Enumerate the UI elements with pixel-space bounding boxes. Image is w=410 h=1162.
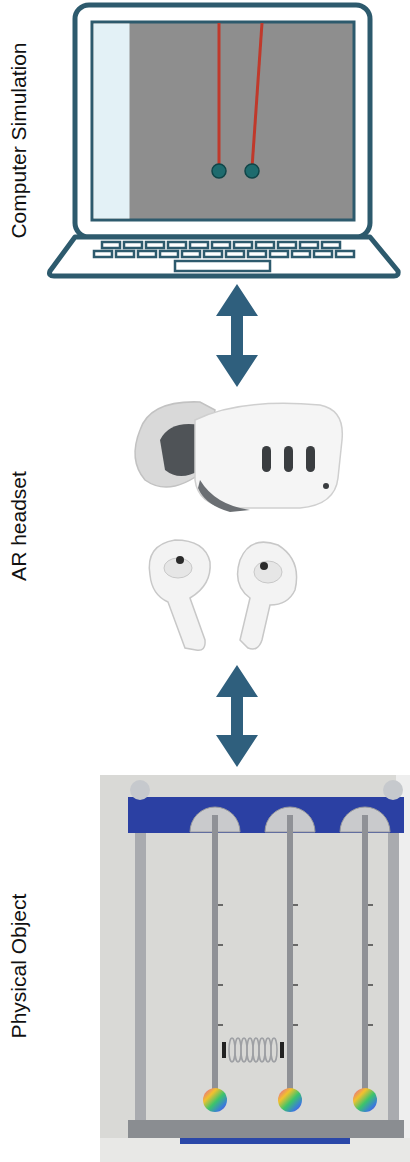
- spring-coil: [259, 1038, 265, 1062]
- spring-coil: [271, 1038, 277, 1062]
- headset-sensor: [323, 483, 329, 489]
- pendulum-rod: [212, 815, 218, 1090]
- double-arrow: [216, 284, 258, 387]
- sensor-slot: [284, 446, 293, 472]
- pendulum-ball: [278, 1088, 302, 1112]
- shelf: [100, 1138, 410, 1162]
- pendulum-string: [252, 23, 262, 168]
- laptop-illustration: [50, 5, 399, 276]
- headset-strap-inner: [160, 424, 200, 476]
- headset-illustration: [135, 402, 342, 512]
- spring-coil: [235, 1038, 241, 1062]
- sensor-slot: [262, 446, 271, 472]
- spring-clamp: [280, 1042, 284, 1058]
- spring-coil: [253, 1038, 259, 1062]
- pendulum-rod: [362, 815, 368, 1090]
- apparatus-photo: [100, 775, 410, 1162]
- illustration-panel: Computer Simulation: [0, 0, 410, 281]
- pendulum-ball: [203, 1088, 227, 1112]
- coupling-spring: [229, 1038, 277, 1062]
- pendulum-bob: [212, 164, 226, 178]
- left-controller: [149, 540, 210, 650]
- screen-sidebar: [94, 24, 130, 219]
- spring-coil: [229, 1038, 235, 1062]
- silver-ball: [383, 780, 403, 800]
- panel-label: Physical Object: [2, 770, 36, 1162]
- illustration-panel: AR headset: [0, 390, 410, 662]
- thumbstick: [260, 562, 268, 570]
- keyboard-keys: [94, 242, 354, 257]
- spring-coil: [241, 1038, 247, 1062]
- pendulum-bob: [245, 164, 259, 178]
- double-arrow: [216, 665, 258, 767]
- photo-background: [100, 775, 410, 1162]
- thumbstick: [176, 556, 184, 564]
- pendulum-rod: [287, 815, 293, 1090]
- face-gasket: [198, 480, 250, 512]
- base-plate: [128, 1120, 404, 1138]
- controller-illustration: [149, 540, 296, 650]
- pendulum-ball: [353, 1088, 377, 1112]
- right-controller: [238, 542, 297, 649]
- sensor-slot: [306, 446, 315, 472]
- illustration-panel: Physical Object: [0, 770, 410, 1162]
- scale-ticks: [218, 905, 373, 1025]
- base-strip: [180, 1138, 350, 1144]
- panel-label: AR headset: [2, 390, 36, 662]
- support-post: [135, 800, 146, 1125]
- pendulum-string: [218, 23, 221, 168]
- spring-coil: [247, 1038, 253, 1062]
- panel-label: Computer Simulation: [2, 0, 36, 281]
- laptop-base: [50, 237, 399, 276]
- silver-ball: [130, 780, 150, 800]
- laptop-screen: [92, 22, 354, 220]
- headset-visor: [195, 403, 342, 508]
- spring-clamp: [222, 1042, 226, 1058]
- spring-coil: [265, 1038, 271, 1062]
- trackpad: [175, 261, 270, 271]
- support-post: [388, 800, 399, 1125]
- laptop-lid: [75, 5, 370, 237]
- controller-face: [254, 561, 282, 583]
